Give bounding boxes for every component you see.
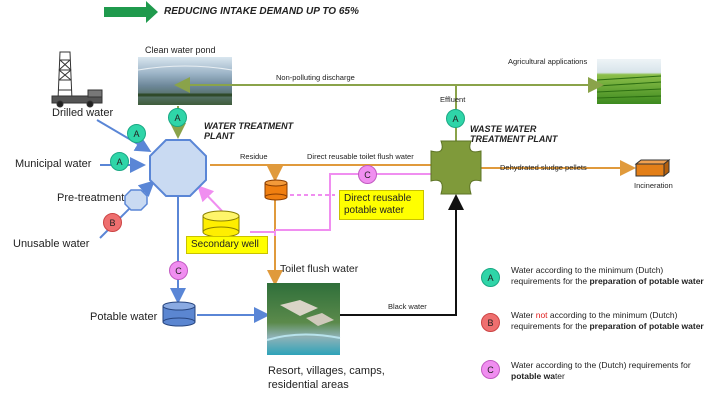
effluent-label: Effluent bbox=[440, 95, 466, 104]
water-treatment-plant-label: WATER TREATMENT PLANT bbox=[204, 121, 294, 142]
residue-label: Residue bbox=[240, 152, 268, 161]
legend-text-c: Water according to the (Dutch) requireme… bbox=[511, 360, 691, 382]
badge-c-potable-reuse: C bbox=[358, 165, 377, 184]
legend-badge-a: A bbox=[481, 268, 500, 287]
badge-b-unusable: B bbox=[103, 213, 122, 232]
toilet-flush-water-label: Toilet flush water bbox=[280, 263, 359, 275]
municipal-water-label: Municipal water bbox=[15, 158, 92, 170]
non-polluting-discharge-label: Non-polluting discharge bbox=[276, 73, 355, 82]
agricultural-applications-label: Agricultural applications bbox=[508, 57, 588, 66]
incineration-label: Incineration bbox=[634, 181, 673, 190]
resort-label: Resort, villages, camps, residential are… bbox=[268, 365, 385, 392]
badge-a-pond: A bbox=[168, 108, 187, 127]
waste-water-treatment-plant-node bbox=[430, 140, 482, 195]
legend-badge-c: C bbox=[481, 360, 500, 379]
direct-reusable-toilet-flush-water-label: Direct reusable toilet flush water bbox=[307, 152, 414, 161]
clean-water-pond-label: Clean water pond bbox=[145, 45, 216, 55]
potable-water-tank bbox=[162, 301, 196, 327]
drilled-water-label: Drilled water bbox=[52, 107, 114, 119]
dehydrated-sludge-pellets-label: Dehydrated sludge pellets bbox=[500, 163, 587, 172]
legend-badge-b: B bbox=[481, 313, 500, 332]
banner-text: REDUCING INTAKE DEMAND UP TO 65% bbox=[164, 6, 359, 17]
secondary-well-tank bbox=[202, 210, 240, 238]
banner-arrow bbox=[104, 1, 158, 23]
black-water-label: Black water bbox=[388, 302, 427, 311]
badge-a-drilled: A bbox=[127, 124, 146, 143]
clean-water-pond-image bbox=[138, 57, 232, 105]
incineration-box bbox=[634, 158, 671, 178]
unusable-water-label: Unusable water bbox=[13, 238, 90, 250]
pre-treatment-node bbox=[124, 189, 148, 211]
secondary-well-box: Secondary well bbox=[186, 236, 268, 254]
direct-reusable-potable-water-box: Direct reusable potable water bbox=[339, 190, 424, 220]
toilet-flush-tank bbox=[264, 179, 288, 201]
water-treatment-plant-node bbox=[149, 139, 207, 197]
potable-water-label: Potable water bbox=[90, 311, 158, 323]
badge-c-potable: C bbox=[169, 261, 188, 280]
badge-a-effluent: A bbox=[446, 109, 465, 128]
drilling-rig-image bbox=[51, 51, 103, 108]
legend-text-b: Water not according to the minimum (Dutc… bbox=[511, 310, 704, 332]
waste-water-treatment-plant-label: WASTE WATER TREATMENT PLANT bbox=[470, 124, 558, 145]
pre-treatment-label: Pre-treatment bbox=[57, 192, 125, 204]
legend-text-a: Water according to the minimum (Dutch) r… bbox=[511, 265, 704, 287]
badge-a-municipal: A bbox=[110, 152, 129, 171]
